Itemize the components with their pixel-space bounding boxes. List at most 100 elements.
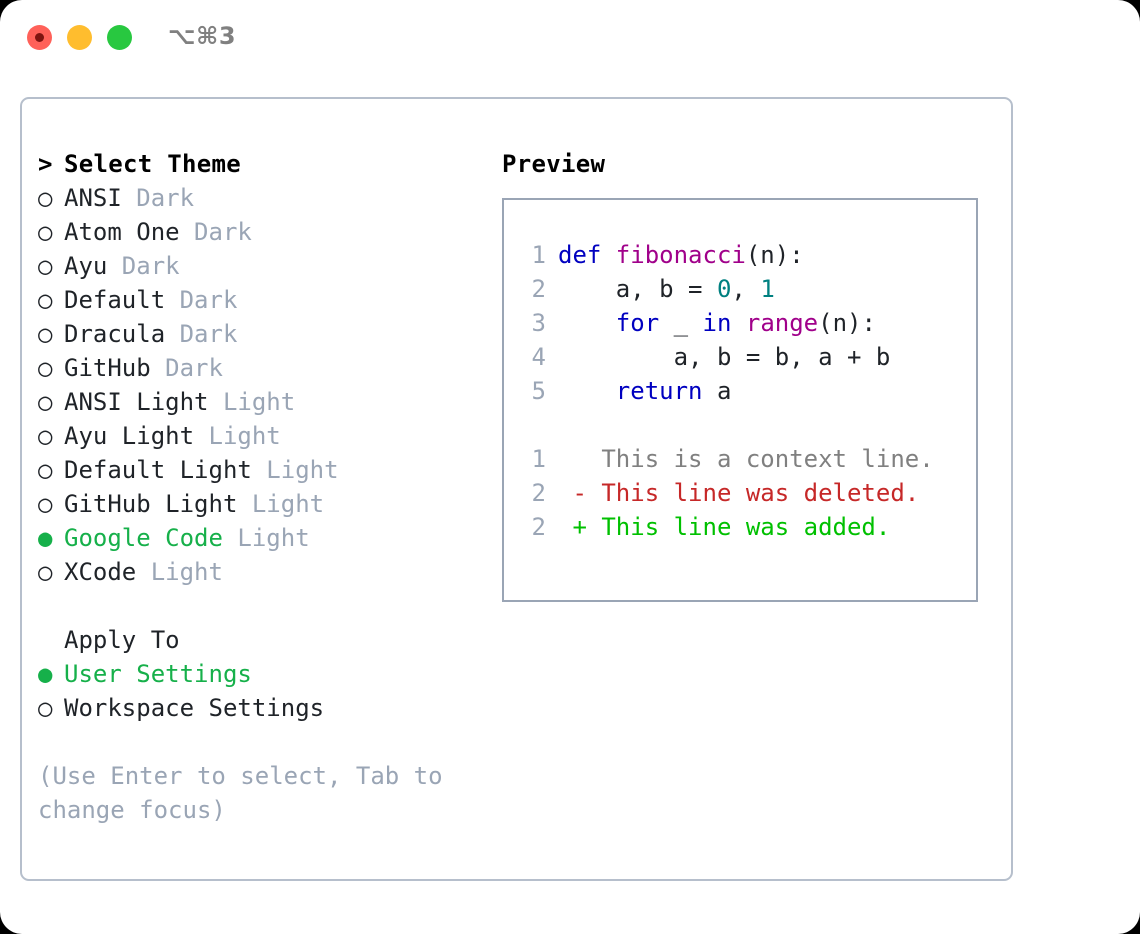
theme-variant-badge: Light — [251, 456, 339, 484]
apply-to-list: ● User Settings ○ Workspace Settings — [38, 657, 498, 725]
code-token: fibonacci — [615, 241, 746, 269]
theme-option-label: ANSI — [64, 184, 122, 212]
close-button[interactable] — [27, 25, 52, 50]
line-number: 1 — [531, 445, 546, 473]
apply-to-option[interactable]: ○ Workspace Settings — [38, 691, 498, 725]
radio-unselected-icon: ○ — [38, 422, 53, 450]
theme-option[interactable]: ○Atom One Dark — [38, 215, 498, 249]
code-token: 1 — [760, 275, 775, 303]
radio-unselected-icon: ○ — [38, 354, 53, 382]
theme-list: ○ANSI Dark○Atom One Dark○Ayu Dark○Defaul… — [38, 181, 498, 589]
theme-variant-badge: Dark — [179, 218, 252, 246]
code-token: a — [702, 377, 732, 405]
radio-unselected-icon: ○ — [38, 252, 53, 280]
code-blank-line — [520, 408, 934, 442]
theme-variant-badge: Dark — [121, 184, 195, 212]
theme-option[interactable]: ○ GitHub Light Light — [38, 487, 498, 521]
code-token — [731, 309, 745, 337]
radio-unselected-icon: ○ — [38, 388, 53, 416]
theme-option[interactable]: ○ XCode Light — [38, 555, 498, 589]
theme-option[interactable]: ○ GitHub Dark — [38, 351, 498, 385]
theme-option-label: XCode — [64, 558, 137, 586]
theme-option-label: Atom One — [64, 218, 180, 246]
theme-option-label: Dracula — [64, 320, 166, 348]
code-token: for — [615, 309, 660, 337]
code-token: a, b = — [558, 275, 717, 303]
code-token: _ — [659, 309, 703, 337]
theme-option[interactable]: ● Google Code Light — [38, 521, 498, 555]
theme-option-label: GitHub — [64, 354, 151, 382]
radio-unselected-icon: ○ — [38, 558, 53, 586]
diff-line-text: + This line was added. — [558, 513, 891, 541]
line-number: 2 — [531, 513, 546, 541]
theme-variant-badge: Light — [222, 524, 310, 552]
radio-selected-icon: ● — [38, 660, 53, 688]
code-line: 3 for _ in range(n): — [520, 306, 934, 340]
apply-to-header-indent — [38, 623, 64, 657]
apply-to-option-label: User Settings — [64, 660, 252, 688]
code-line: 1 def fibonacci(n): — [520, 238, 934, 272]
theme-option-label: Ayu Light — [64, 422, 195, 450]
theme-variant-badge: Dark — [165, 286, 238, 314]
theme-option[interactable]: ○ ANSI Light Light — [38, 385, 498, 419]
theme-option[interactable]: ○ Ayu Light Light — [38, 419, 498, 453]
theme-variant-badge: Light — [208, 388, 296, 416]
caret-marker: > — [38, 150, 53, 178]
code-token: 0 — [716, 275, 732, 303]
theme-picker-column: >Select Theme ○ANSI Dark○Atom One Dark○A… — [38, 147, 498, 827]
line-number: 1 — [531, 241, 546, 269]
radio-unselected-icon: ○ — [38, 456, 53, 484]
maximize-button[interactable] — [107, 25, 132, 50]
theme-option-label: Google Code — [64, 524, 223, 552]
apply-to-option-label: Workspace Settings — [64, 694, 325, 722]
line-number: 2 — [531, 275, 546, 303]
code-token: (n): — [745, 241, 804, 269]
radio-selected-icon: ● — [38, 524, 53, 552]
radio-unselected-icon: ○ — [38, 490, 53, 518]
theme-variant-badge: Light — [237, 490, 325, 518]
diff-line: 1 This is a context line. — [520, 442, 934, 476]
theme-option[interactable]: ○Dracula Dark — [38, 317, 498, 351]
code-token — [558, 309, 616, 337]
code-token — [558, 377, 616, 405]
minimize-button[interactable] — [67, 25, 92, 50]
code-token: (n): — [818, 309, 876, 337]
apply-to-option[interactable]: ● User Settings — [38, 657, 498, 691]
dialog-panel: >Select Theme ○ANSI Dark○Atom One Dark○A… — [20, 97, 1013, 881]
theme-option-label: ANSI Light — [64, 388, 209, 416]
code-token: return — [615, 377, 703, 405]
line-number: 2 — [531, 479, 546, 507]
keyboard-shortcut-label: ⌥⌘3 — [168, 22, 237, 50]
code-line: 2 a, b = 0, 1 — [520, 272, 934, 306]
theme-variant-badge: Light — [136, 558, 223, 586]
theme-option[interactable]: ○ Default Light Light — [38, 453, 498, 487]
radio-unselected-icon: ○ — [38, 694, 53, 722]
theme-option[interactable]: ○Ayu Dark — [38, 249, 498, 283]
apply-to-header-label: Apply To — [64, 626, 180, 654]
diff-line-text: This is a context line. — [558, 445, 934, 473]
code-line: 5 return a — [520, 374, 934, 408]
preview-title: Preview — [502, 150, 606, 178]
theme-option-label: GitHub Light — [64, 490, 238, 518]
theme-option[interactable]: ○Default Dark — [38, 283, 498, 317]
code-token: , — [731, 275, 761, 303]
theme-variant-badge: Dark — [150, 354, 223, 382]
theme-option-label: Default — [64, 286, 166, 314]
code-token: a, b = b, a + b — [558, 343, 891, 371]
keyboard-hint-text: (Use Enter to select, Tab to change focu… — [38, 762, 443, 824]
theme-option[interactable]: ○ANSI Dark — [38, 181, 498, 215]
diff-line: 2 + This line was added. — [520, 510, 934, 544]
code-token: in — [702, 309, 732, 337]
diff-line-text: - This line was deleted. — [558, 479, 920, 507]
theme-variant-badge: Light — [194, 422, 281, 450]
code-token: def — [558, 241, 616, 269]
theme-variant-badge: Dark — [165, 320, 238, 348]
code-line: 4 a, b = b, a + b — [520, 340, 934, 374]
line-number: 4 — [531, 343, 546, 371]
theme-option-label: Default Light — [64, 456, 252, 484]
theme-variant-badge: Dark — [107, 252, 180, 280]
code-token: range — [745, 309, 819, 337]
apply-to-header: Apply To — [38, 623, 498, 657]
